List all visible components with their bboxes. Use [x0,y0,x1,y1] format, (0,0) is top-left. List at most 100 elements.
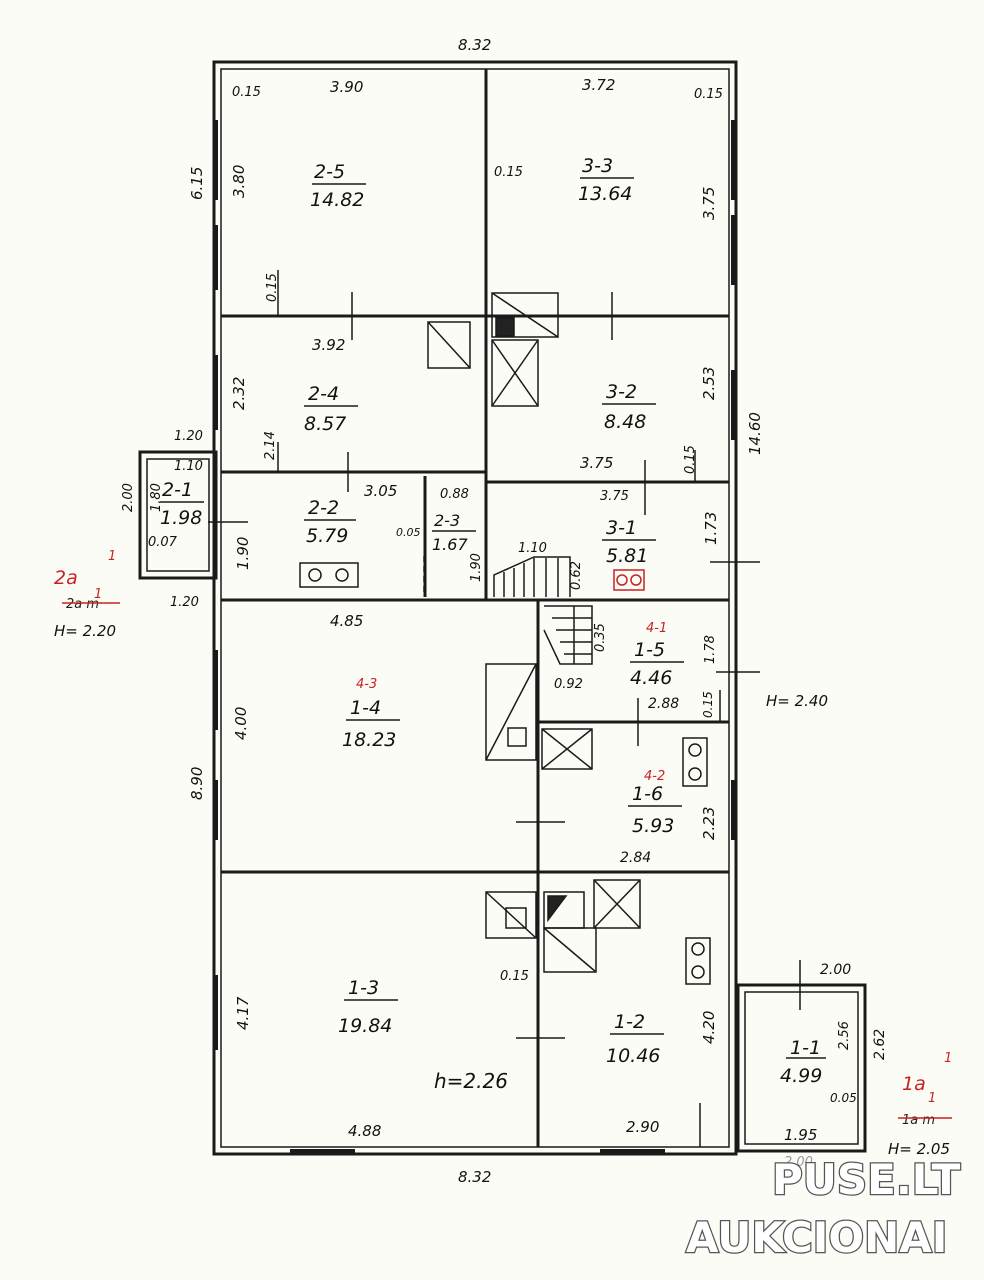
room-id: 3-3 [582,155,613,177]
dim: 2.00 [121,483,136,512]
dim: 3.90 [330,78,363,96]
overall-length: 14.60 [746,412,764,455]
dim: 2.90 [626,1118,659,1136]
dim: 1.78 [703,635,718,664]
dim: 0.62 [569,561,584,590]
red-note: 1 [944,1051,952,1066]
room-1-5: 1-5 4.46 [630,639,684,689]
dim: 1.20 [174,429,203,444]
room-id: 1-4 [350,697,381,719]
room-id: 1-5 [634,639,665,661]
room-area: 8.48 [604,411,646,433]
watermark-line1: PUSE.LT [772,1155,961,1204]
room-id: 2-1 [162,479,193,501]
room-area: 19.84 [338,1015,392,1037]
dim: 3.72 [582,76,615,94]
dim: 3.05 [364,482,397,500]
room-id: 1-3 [348,977,379,999]
room-area: 5.81 [606,545,648,567]
dim: 4.00 [232,707,250,740]
dim: 0.35 [593,623,608,652]
dim: 1.10 [518,541,547,556]
dim: 3.75 [700,187,718,220]
room-area: 1.98 [160,507,202,529]
ceiling-bay: H= 2.20 [54,622,116,640]
room-area: 8.57 [304,413,346,435]
red-note: 2a m [66,597,99,612]
room-area: 4.46 [630,667,672,689]
bottom-partial-dimension: 2.00 [784,1155,813,1170]
dim: 2.53 [700,367,718,400]
room-2-1: 2-1 1.98 [160,479,204,529]
room-area: 18.23 [342,729,396,751]
room-1-3: 1-3 19.84 [338,977,398,1037]
room-area: 10.46 [606,1045,660,1067]
dim: 2.32 [230,377,248,410]
room-1-1: 1-1 4.99 [780,1037,826,1087]
dim: 0.15 [265,273,280,302]
ceiling-annex: H= 2.05 [888,1140,950,1158]
dim: 1.95 [784,1126,817,1144]
room-2-4: 2-4 8.57 [304,383,358,435]
dim: 0.07 [148,535,178,550]
annex-1-1-inner [744,991,859,1145]
watermark-line2: AUKCIONAI [686,1213,947,1262]
red-note: 4-1 [646,621,667,636]
room-area: 4.99 [780,1065,822,1087]
room-3-2: 3-2 8.48 [602,381,656,433]
dim: 1.90 [234,537,252,570]
door-marks [208,270,801,1147]
dim: 1.80 [149,483,164,512]
dimension-labels: 0.15 3.90 3.72 0.15 3.80 0.15 3.75 0.15 … [121,76,888,1144]
bay-2-1 [138,450,218,580]
room-id: 2-2 [308,497,339,519]
room-area: 14.82 [310,189,364,211]
dim: 2.23 [700,807,718,840]
red-note: 4-2 [644,769,665,784]
dim: 2.88 [648,696,679,712]
dim: 0.05 [396,526,421,539]
red-note: 1 [108,549,116,564]
room-id: 3-1 [606,517,637,539]
left-upper-height: 6.15 [188,167,206,200]
room-id: 2-5 [314,161,345,183]
left-lower-height: 8.90 [188,767,206,800]
room-1-6: 1-6 5.93 [628,783,682,837]
dim: 0.15 [232,85,261,100]
dim: 4.20 [700,1011,718,1044]
room-id: 2-3 [434,511,460,530]
dim: 4.88 [348,1122,381,1140]
room-1-4: 1-4 18.23 [342,697,400,751]
room-id: 1-2 [614,1011,645,1033]
room-area: 13.64 [578,183,632,205]
room-area: 5.93 [632,815,674,837]
stove-chimneys [427,292,641,973]
dim: 0.15 [701,691,715,718]
dim: 3.75 [580,454,613,472]
room-id: 2-4 [308,383,339,405]
outer-wall [212,60,738,1156]
room-3-1: 3-1 5.81 [602,517,656,567]
dim: 1.10 [174,459,203,474]
overall-width-top: 8.32 [458,36,491,54]
dim: 1.90 [469,553,484,582]
red-note: 1 [94,587,102,602]
dim: 2.84 [620,850,651,866]
red-note: 1a [902,1073,926,1095]
room-area: 1.67 [432,535,468,554]
dim: 1.73 [702,512,720,545]
ceiling-main: H= 2.40 [766,692,828,710]
dim: 1.20 [170,595,199,610]
dim: 0.88 [440,487,469,502]
room-2-5: 2-5 14.82 [310,161,366,211]
room-id: 1-1 [790,1037,821,1059]
room-2-2: 2-2 5.79 [304,497,356,547]
staircases [423,556,593,665]
dim: 0.15 [683,445,698,474]
cooker-icons [299,562,711,985]
overall-width-bottom: 8.32 [458,1168,491,1186]
outer-wall-inner [220,68,730,1148]
ceiling-room-1-3: h=2.26 [434,1069,508,1093]
bay-2-1-inner [146,458,210,572]
